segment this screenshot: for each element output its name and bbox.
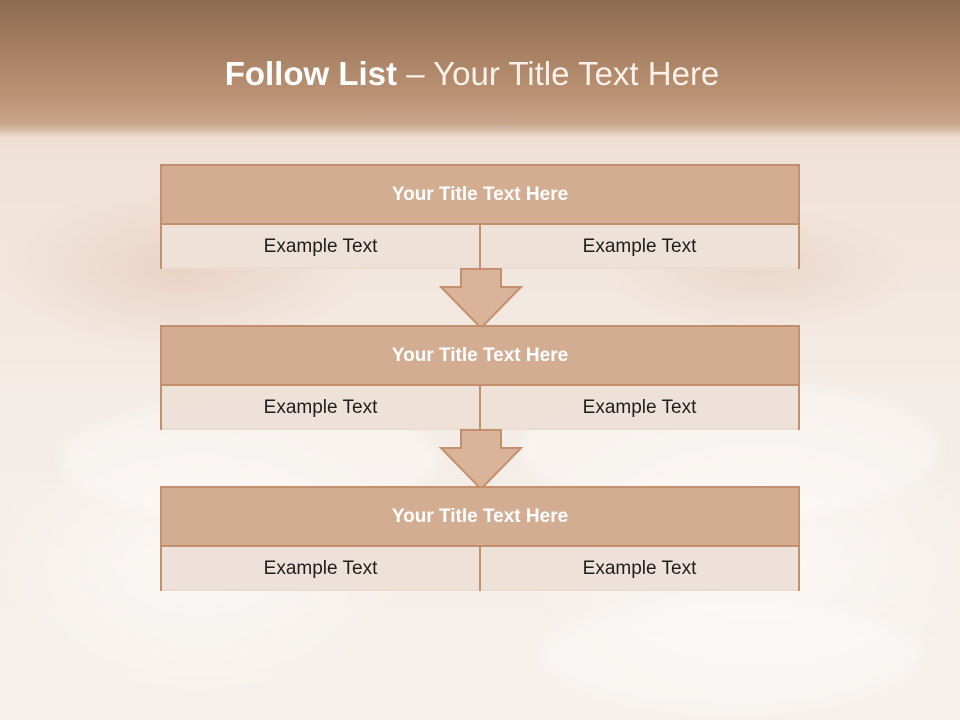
block-title: Your Title Text Here [162,488,798,547]
block-title: Your Title Text Here [162,327,798,386]
block-cell-right: Example Text [479,386,798,430]
list-block-3: Your Title Text Here Example Text Exampl… [160,486,800,591]
block-cell-right: Example Text [479,547,798,591]
sheet-fold [540,600,920,710]
block-cell-left: Example Text [162,386,479,430]
title-rest: – Your Title Text Here [397,55,720,92]
header-band [0,0,960,138]
block-row: Example Text Example Text [162,386,798,430]
list-block-2: Your Title Text Here Example Text Exampl… [160,325,800,430]
block-cell-left: Example Text [162,225,479,269]
slide-title: Follow List – Your Title Text Here [0,55,944,93]
list-block-1: Your Title Text Here Example Text Exampl… [160,164,800,269]
block-title: Your Title Text Here [162,166,798,225]
block-row: Example Text Example Text [162,225,798,269]
down-arrow-icon [438,429,524,491]
block-row: Example Text Example Text [162,547,798,591]
block-cell-right: Example Text [479,225,798,269]
title-bold: Follow List [224,55,398,92]
down-arrow-icon [438,268,524,330]
block-cell-left: Example Text [162,547,479,591]
